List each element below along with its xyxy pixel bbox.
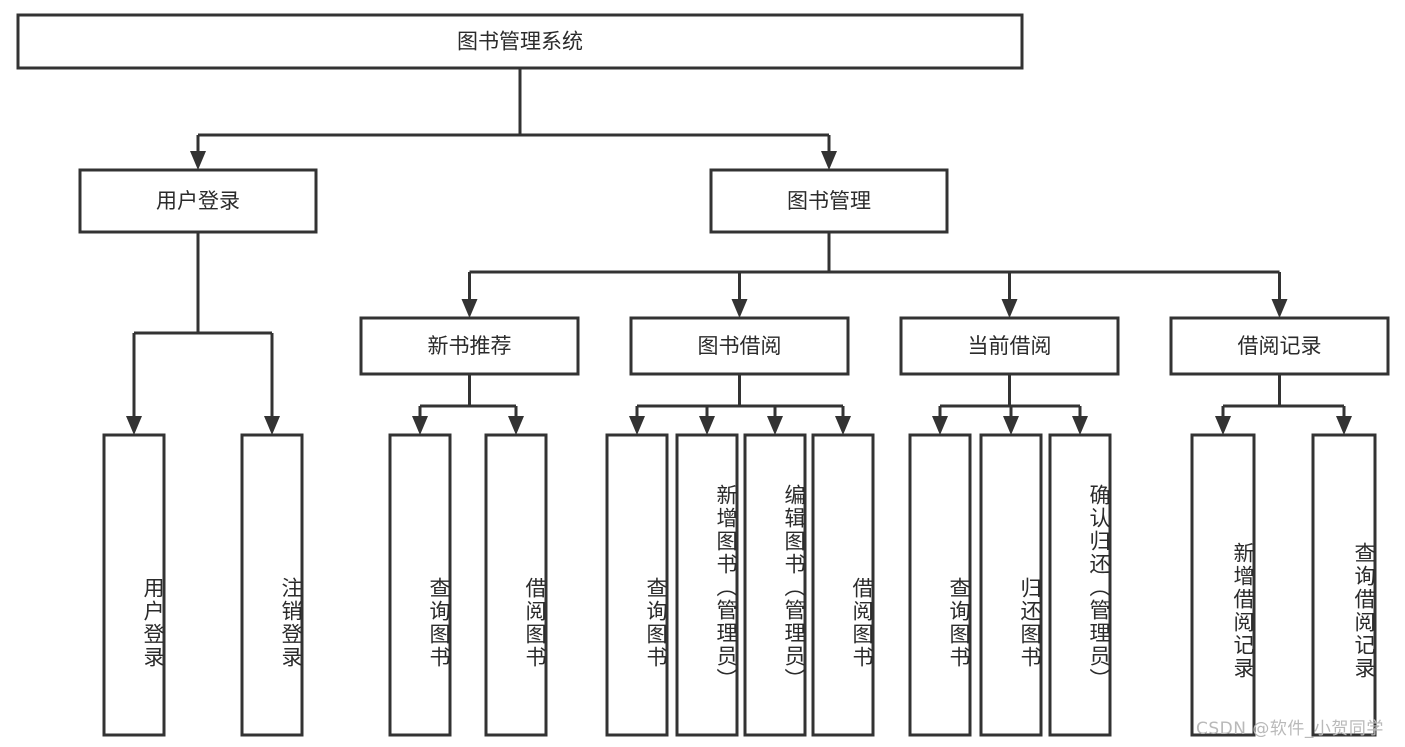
node-user-login[interactable]: 用户登录 [78, 168, 318, 234]
node-book-borrow[interactable]: 图书借阅 [629, 316, 850, 376]
arrow-marker [126, 333, 142, 435]
node-leaf-logout[interactable] [240, 433, 304, 737]
arrow-marker [190, 135, 206, 170]
arrow-marker [1003, 406, 1019, 435]
arrow-marker [412, 406, 428, 435]
arrow-marker [461, 272, 478, 318]
node-book-manage[interactable]: 图书管理 [709, 168, 949, 234]
node-label: 用户登录 [156, 189, 240, 213]
arrow-marker [1336, 406, 1352, 435]
node-leaf-add-record[interactable] [1190, 433, 1256, 737]
arrow-marker [1001, 272, 1018, 318]
arrow-marker [932, 406, 948, 435]
node-leaf-borrow-book-rec[interactable] [484, 433, 548, 737]
arrow-marker [731, 272, 748, 318]
arrow-marker [1072, 406, 1088, 435]
csdn-watermark: CSDN @软件_小贺同学 [1196, 719, 1384, 739]
arrow-marker [821, 135, 837, 170]
arrow-marker [1215, 406, 1231, 435]
arrow-marker [629, 406, 645, 435]
node-label: 新书推荐 [428, 334, 512, 358]
node-current-borrow[interactable]: 当前借阅 [899, 316, 1120, 376]
node-label: 图书借阅 [698, 334, 782, 358]
arrow-marker [264, 333, 280, 435]
node-leaf-query-record[interactable] [1311, 433, 1377, 737]
arrow-marker [508, 406, 524, 435]
node-leaf-confirm-return[interactable] [1048, 433, 1112, 737]
node-label: 借阅记录 [1238, 334, 1322, 358]
node-borrow-record[interactable]: 借阅记录 [1169, 316, 1390, 376]
node-root-system[interactable]: 图书管理系统 [16, 13, 1024, 70]
node-leaf-borrow-book[interactable] [811, 433, 875, 737]
arrow-marker [699, 406, 715, 435]
arrow-marker [1271, 272, 1288, 318]
arrow-marker [767, 406, 783, 435]
node-leaf-add-book[interactable] [675, 433, 739, 737]
node-new-book-rec[interactable]: 新书推荐 [359, 316, 580, 376]
node-label: 图书管理 [787, 189, 871, 213]
connector-lines [126, 68, 1352, 435]
node-label: 图书管理系统 [457, 30, 583, 54]
node-leaf-query-book-rec[interactable] [388, 433, 452, 737]
node-leaf-query-book-borrow[interactable] [605, 433, 669, 737]
node-leaf-edit-book[interactable] [743, 433, 807, 737]
node-label: 当前借阅 [968, 334, 1052, 358]
node-leaf-user-login[interactable] [102, 433, 166, 737]
node-leaf-return-book[interactable] [979, 433, 1043, 737]
node-leaf-query-book-cur[interactable] [908, 433, 972, 737]
arrow-marker [835, 406, 851, 435]
